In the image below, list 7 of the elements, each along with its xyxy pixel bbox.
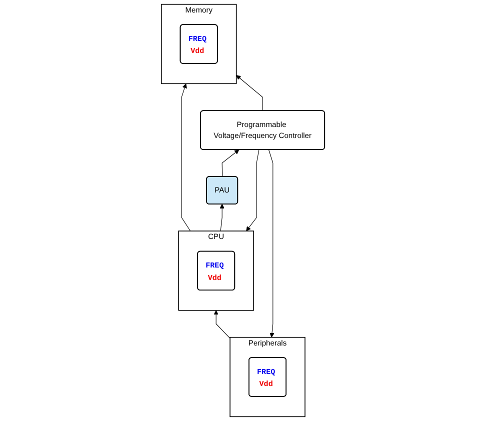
arrow	[222, 150, 240, 178]
arrow	[181, 83, 191, 232]
arrow	[220, 204, 224, 232]
arrow	[236, 75, 263, 111]
arrow	[214, 310, 230, 339]
arrow	[246, 149, 260, 232]
arrow	[268, 149, 274, 338]
